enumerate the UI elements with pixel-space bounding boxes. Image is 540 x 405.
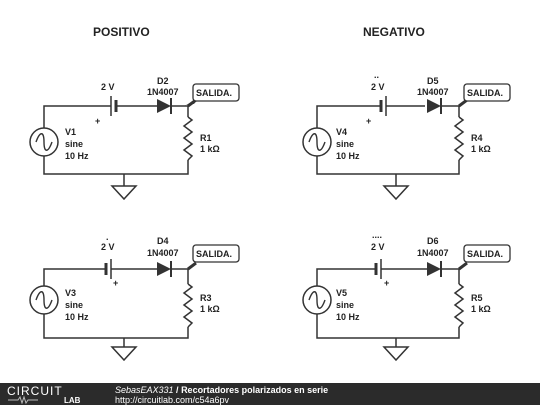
- circuitlab-logo[interactable]: CIRCUIT LAB: [6, 384, 94, 404]
- source-name: V3: [65, 288, 76, 298]
- sine-wave-icon: [35, 133, 53, 151]
- resistor-symbol[interactable]: [453, 283, 465, 328]
- output-label-box[interactable]: [192, 83, 240, 102]
- source-frequency: 10 Hz: [336, 151, 360, 161]
- logo-bottom-text: LAB: [64, 396, 81, 404]
- resistor-symbol[interactable]: [182, 283, 194, 328]
- source-name: V1: [65, 127, 76, 137]
- header-negativo: NEGATIVO: [363, 25, 425, 39]
- source-frequency: 10 Hz: [65, 151, 89, 161]
- diode-symbol[interactable]: [427, 262, 441, 276]
- source-type: sine: [336, 300, 354, 310]
- battery-voltage: 2 V: [101, 242, 115, 252]
- footer-author[interactable]: SebasEAX331: [115, 385, 174, 395]
- output-arrow: [187, 261, 197, 271]
- diode-name: D6: [427, 236, 439, 246]
- logo-top-text: CIRCUIT: [7, 384, 63, 398]
- circuit-positivo-top: + 2 V D2 1N4007 R1 1 kΩ V1 sine 10 Hz SA…: [29, 76, 240, 201]
- footer-url[interactable]: http://circuitlab.com/c54a6pv: [115, 395, 230, 405]
- resistor-symbol[interactable]: [182, 116, 194, 161]
- source-type: sine: [65, 300, 83, 310]
- circuit-negativo-bottom: + 2 V .... D6 1N4007 R5 1 kΩ V5 sine 10 …: [302, 230, 511, 362]
- battery-voltage: 2 V: [371, 82, 385, 92]
- source-name: V5: [336, 288, 347, 298]
- output-label-box[interactable]: [463, 83, 511, 102]
- resistor-value: 1 kΩ: [471, 304, 491, 314]
- ground-symbol: [110, 185, 138, 201]
- ground-symbol: [382, 185, 410, 201]
- diode-name: D2: [157, 76, 169, 86]
- source-name: V4: [336, 127, 347, 137]
- resistor-name: R3: [200, 293, 212, 303]
- footer-bar: CIRCUIT LAB SebasEAX331 / Recortadores p…: [0, 383, 540, 405]
- resistor-value: 1 kΩ: [200, 304, 220, 314]
- ground-symbol: [110, 346, 138, 362]
- diode-name: D4: [157, 236, 169, 246]
- battery-plus-label: +: [366, 116, 371, 126]
- resistor-name: R1: [200, 133, 212, 143]
- source-frequency: 10 Hz: [65, 312, 89, 322]
- diode-symbol[interactable]: [157, 99, 171, 113]
- output-label-box[interactable]: [463, 244, 511, 263]
- diode-symbol[interactable]: [157, 262, 171, 276]
- resistor-value: 1 kΩ: [200, 144, 220, 154]
- circuit-negativo-top: + 2 V .. D5 1N4007 R4 1 kΩ V4 sine 10 Hz…: [302, 70, 511, 201]
- sine-wave-icon: [308, 133, 326, 151]
- output-label: SALIDA.: [467, 88, 503, 98]
- circuit-positivo-bottom: + 2 V . D4 1N4007 R3 1 kΩ V3 sine 10 Hz …: [29, 232, 240, 362]
- battery-marker: .: [106, 232, 109, 242]
- resistor-symbol[interactable]: [453, 116, 465, 161]
- battery-marker: ..: [374, 70, 379, 80]
- resistor-name: R5: [471, 293, 483, 303]
- resistor-name: R4: [471, 133, 483, 143]
- source-type: sine: [65, 139, 83, 149]
- diode-symbol[interactable]: [427, 99, 441, 113]
- output-label: SALIDA.: [467, 249, 503, 259]
- diode-model: 1N4007: [417, 248, 449, 258]
- battery-marker: ....: [372, 230, 382, 240]
- footer-title[interactable]: Recortadores polarizados en serie: [181, 385, 329, 395]
- sine-wave-icon: [308, 291, 326, 309]
- battery-plus-label: +: [113, 278, 118, 288]
- output-label-box[interactable]: [192, 244, 240, 263]
- source-frequency: 10 Hz: [336, 312, 360, 322]
- battery-voltage: 2 V: [101, 82, 115, 92]
- ground-symbol: [382, 346, 410, 362]
- output-arrow: [458, 261, 468, 271]
- output-label: SALIDA.: [196, 249, 232, 259]
- battery-plus-label: +: [384, 278, 389, 288]
- battery-voltage: 2 V: [371, 242, 385, 252]
- output-label: SALIDA.: [196, 88, 232, 98]
- schematic-drawing: POSITIVO NEGATIVO + 2 V D2 1N4007 R1 1 k…: [29, 25, 511, 362]
- header-positivo: POSITIVO: [93, 25, 150, 39]
- resistor-value: 1 kΩ: [471, 144, 491, 154]
- sine-wave-icon: [35, 291, 53, 309]
- logo-circuit-icon: [8, 395, 38, 404]
- diode-name: D5: [427, 76, 439, 86]
- battery-plus-label: +: [95, 116, 100, 126]
- footer-separator: /: [173, 385, 182, 395]
- diode-model: 1N4007: [147, 248, 179, 258]
- source-type: sine: [336, 139, 354, 149]
- footer-title-line: SebasEAX331 / Recortadores polarizados e…: [115, 385, 328, 395]
- diode-model: 1N4007: [147, 87, 179, 97]
- diode-model: 1N4007: [417, 87, 449, 97]
